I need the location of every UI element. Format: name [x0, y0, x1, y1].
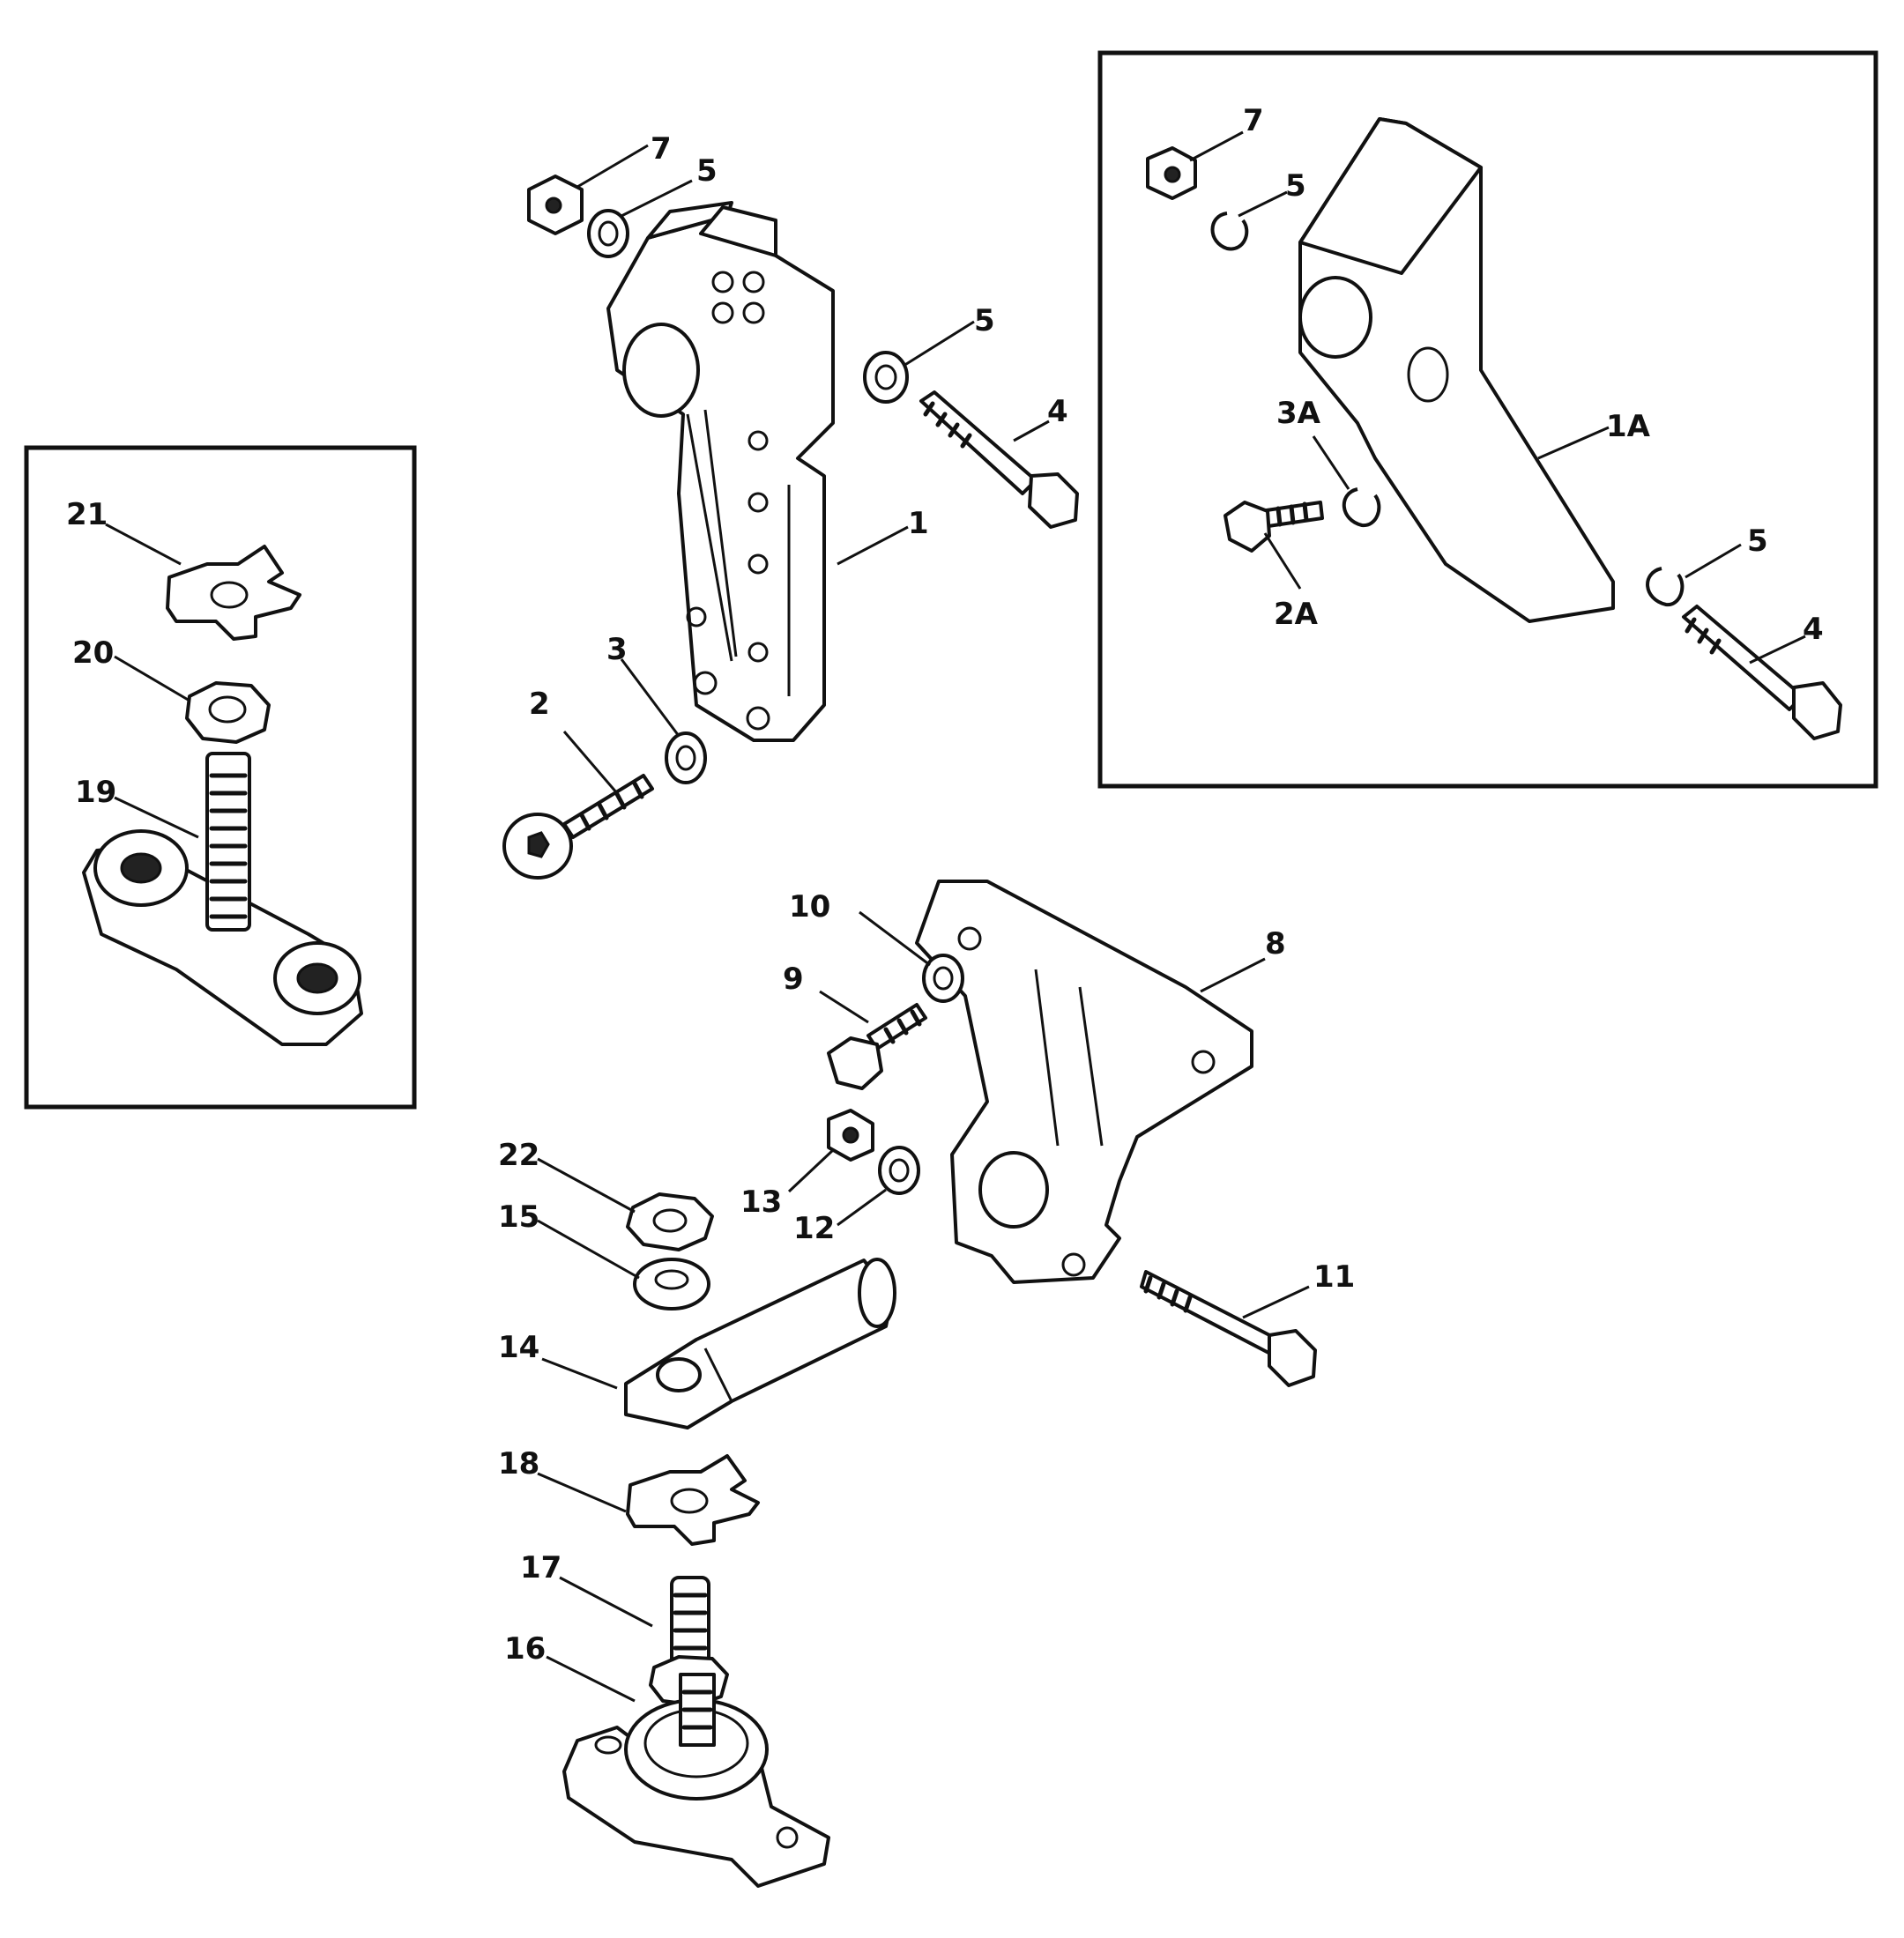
- leader-7-main: [576, 144, 649, 189]
- leader-16: [546, 1655, 636, 1703]
- part-2a-bolt: [1223, 501, 1324, 553]
- callout-8: 8: [1265, 926, 1286, 962]
- part-19-mount-inset: [82, 752, 363, 1046]
- part-22-nut: [626, 1192, 714, 1251]
- part-16-mount-base: [562, 1673, 830, 1888]
- callout-20: 20: [72, 635, 114, 671]
- callout-3: 3: [606, 632, 628, 667]
- callout-7-inset: 7: [1243, 103, 1264, 138]
- part-5-washer-mid: [863, 351, 909, 404]
- part-3-washer: [665, 731, 707, 784]
- part-4-bolt-main: [919, 390, 1079, 529]
- leader-14: [541, 1357, 618, 1390]
- callout-5-inset-top: 5: [1285, 168, 1306, 204]
- part-2-socket-screw: [502, 774, 654, 880]
- callout-18: 18: [498, 1446, 539, 1481]
- callout-10: 10: [789, 889, 830, 924]
- callout-1a: 1A: [1606, 409, 1651, 444]
- leader-9: [819, 990, 869, 1024]
- callout-14: 14: [498, 1330, 539, 1365]
- part-4-bolt-inset: [1682, 605, 1842, 740]
- leader-17: [559, 1576, 653, 1628]
- leader-10: [859, 910, 931, 967]
- inset-frame-left: [24, 445, 417, 1110]
- leader-12: [837, 1188, 887, 1227]
- part-1-clamp-bracket: [606, 201, 835, 742]
- part-5-lockwasher-inset-bottom: [1646, 567, 1685, 607]
- leader-2: [562, 731, 619, 794]
- leader-5-top: [621, 179, 693, 218]
- part-3a-lockwasher: [1342, 487, 1381, 528]
- callout-4-main: 4: [1047, 394, 1068, 429]
- callout-22: 22: [498, 1138, 539, 1173]
- callout-5-top: 5: [696, 153, 718, 189]
- leader-1a: [1537, 426, 1610, 460]
- part-12-washer: [878, 1146, 920, 1195]
- leader-3: [620, 658, 681, 737]
- part-15-lockwasher: [633, 1258, 710, 1311]
- part-21-tab-washer-inset: [166, 545, 301, 641]
- part-10-washer: [922, 954, 964, 1003]
- callout-2: 2: [529, 687, 550, 722]
- callout-9: 9: [783, 962, 804, 997]
- leader-5-inset-bottom: [1685, 543, 1742, 579]
- leader-20: [114, 655, 190, 702]
- leader-1: [837, 525, 909, 566]
- leader-18: [537, 1472, 627, 1513]
- callout-13: 13: [740, 1184, 782, 1220]
- leader-13: [787, 1148, 835, 1193]
- part-7-nut-inset: [1146, 146, 1197, 200]
- part-14-link-pin: [624, 1258, 896, 1429]
- leader-19: [114, 796, 199, 839]
- part-5-lockwasher-inset-top: [1210, 212, 1249, 251]
- leader-2a: [1263, 532, 1302, 590]
- callout-3a: 3A: [1276, 396, 1321, 431]
- part-8-mount-bracket: [915, 880, 1253, 1284]
- part-9-bolt: [827, 1003, 927, 1090]
- callout-2a: 2A: [1274, 597, 1319, 632]
- leader-8: [1200, 957, 1266, 993]
- leader-5-inset-top: [1238, 190, 1288, 218]
- leader-3a: [1312, 435, 1350, 490]
- callout-16: 16: [504, 1631, 546, 1667]
- callout-1: 1: [908, 506, 929, 541]
- leader-5-mid: [903, 320, 975, 368]
- callout-17: 17: [520, 1550, 562, 1585]
- part-13-nut: [827, 1109, 874, 1162]
- leader-22: [537, 1157, 636, 1214]
- callout-5-mid: 5: [974, 303, 995, 338]
- leader-11: [1242, 1285, 1310, 1319]
- callout-4-inset: 4: [1803, 612, 1824, 647]
- leader-15: [537, 1219, 640, 1280]
- inset-frame-right: [1097, 50, 1878, 789]
- callout-5-inset-bottom: 5: [1747, 523, 1768, 559]
- part-7-nut-main: [527, 174, 584, 235]
- callout-15: 15: [498, 1199, 539, 1235]
- leader-21: [105, 523, 182, 566]
- leader-7-inset: [1189, 130, 1244, 162]
- callout-7-main: 7: [651, 131, 672, 167]
- part-1a-bracket: [1298, 117, 1615, 623]
- callout-21: 21: [66, 497, 108, 532]
- part-11-bolt: [1140, 1270, 1317, 1387]
- part-18-tab-washer: [626, 1454, 760, 1546]
- leader-4-main: [1013, 420, 1050, 442]
- part-5-washer-top: [587, 209, 629, 258]
- callout-12: 12: [793, 1211, 835, 1246]
- part-20-nut-inset: [185, 681, 271, 744]
- leader-4-inset: [1749, 635, 1806, 665]
- callout-19: 19: [75, 775, 116, 810]
- callout-11: 11: [1313, 1259, 1355, 1295]
